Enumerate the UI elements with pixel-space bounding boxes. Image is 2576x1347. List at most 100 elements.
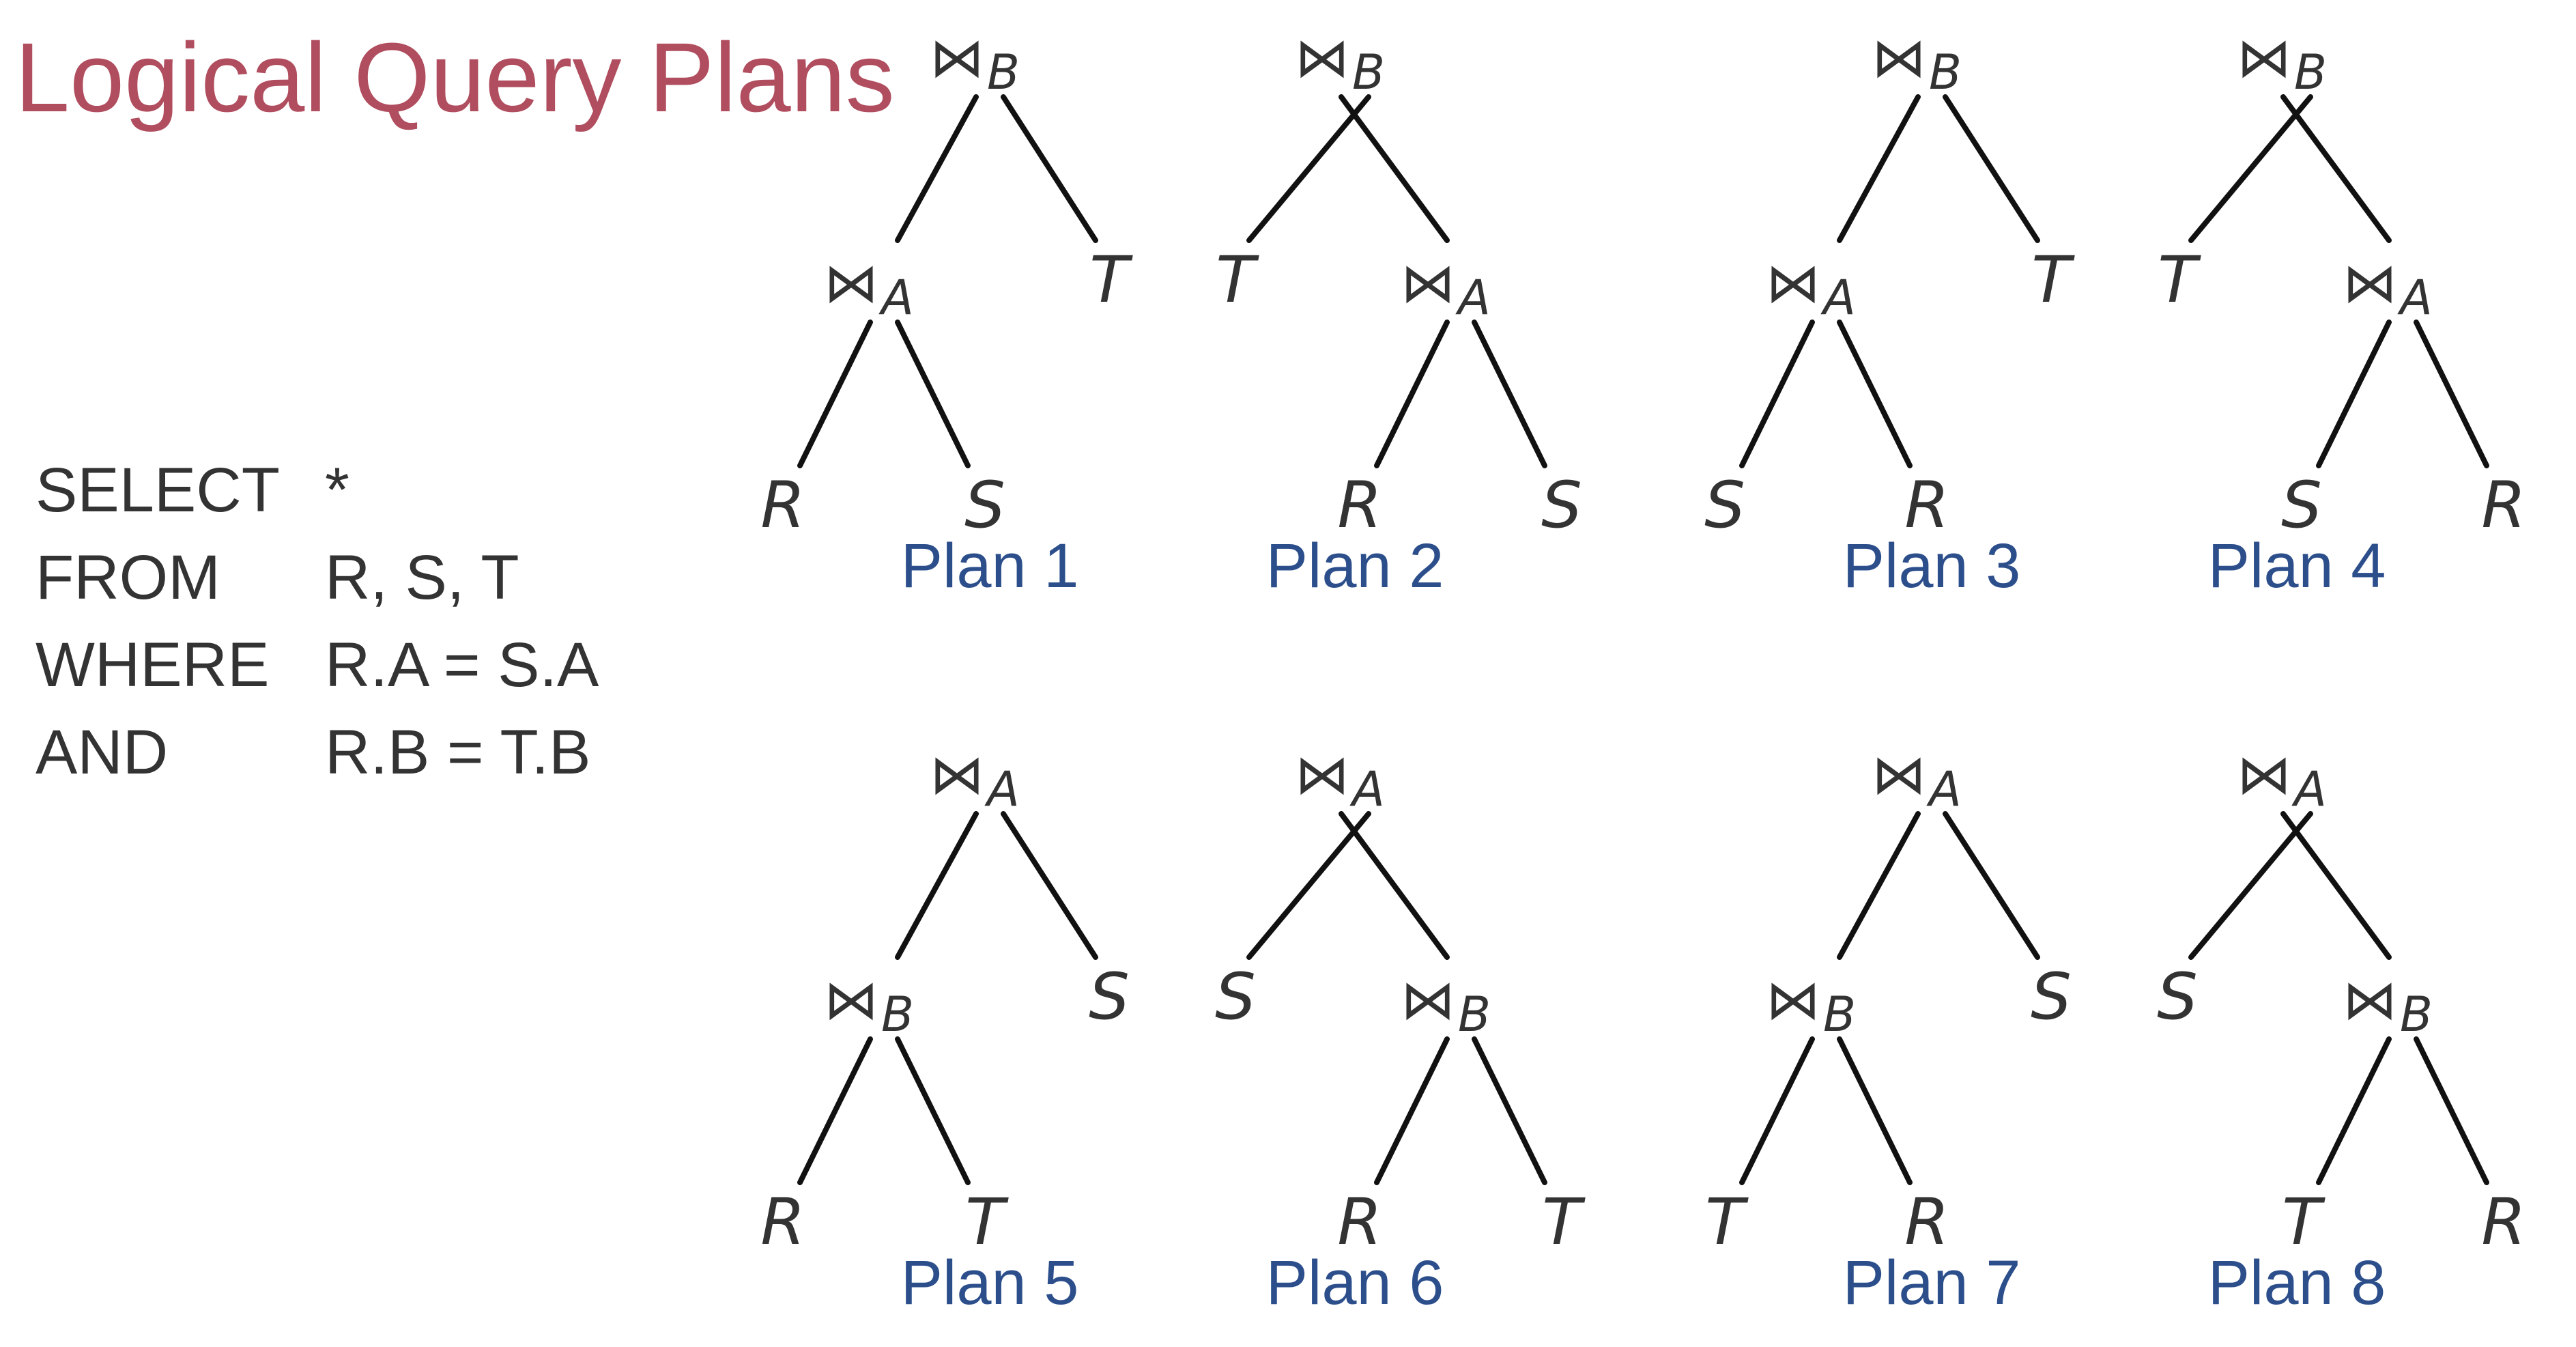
relation-leaf: R <box>1904 468 1949 543</box>
relation-leaf: R <box>760 468 805 543</box>
top-join-node: ⋈A <box>1872 743 1962 817</box>
tree-edge <box>895 811 979 960</box>
tree-edge <box>2188 811 2313 960</box>
join-attribute: B <box>1929 44 1962 100</box>
join-attribute: B <box>1458 987 1491 1043</box>
tree-edge <box>895 94 979 243</box>
inner-join-node: ⋈A <box>1766 251 1856 326</box>
plan-label: Plan 4 <box>2208 531 2386 601</box>
tree-edge <box>2414 1036 2489 1185</box>
join-symbol: ⋈ <box>930 26 984 89</box>
sql-keyword: WHERE <box>35 630 270 700</box>
plan-label: Plan 1 <box>901 531 1079 601</box>
inner-join-node: ⋈A <box>2343 251 2433 326</box>
join-attribute: A <box>878 270 914 326</box>
join-attribute: A <box>2291 761 2327 817</box>
tree-edge <box>2316 320 2392 468</box>
join-symbol: ⋈ <box>930 743 984 806</box>
inner-join-node: ⋈B <box>1401 968 1491 1043</box>
tree-edge <box>2188 94 2313 243</box>
top-join-node: ⋈B <box>930 26 1020 100</box>
tree-edge <box>1943 94 2040 243</box>
plan-label: Plan 5 <box>901 1248 1079 1318</box>
top-join-node: ⋈B <box>1872 26 1962 100</box>
plan-label: Plan 8 <box>2208 1248 2386 1318</box>
join-symbol: ⋈ <box>2343 968 2397 1032</box>
tree-edge <box>2280 94 2392 243</box>
relation-leaf: T <box>2031 243 2075 317</box>
join-symbol: ⋈ <box>1401 251 1455 315</box>
sql-argument: R, S, T <box>325 543 519 612</box>
sql-keyword: SELECT <box>35 455 280 525</box>
top-join-node: ⋈B <box>1295 26 1385 100</box>
tree-edge <box>1246 811 1371 960</box>
plan-label: Plan 6 <box>1266 1248 1444 1318</box>
join-attribute: B <box>1352 44 1385 100</box>
tree-edge <box>1339 94 1450 243</box>
tree-edge <box>2316 1036 2392 1185</box>
join-attribute: A <box>1820 270 1856 326</box>
plan-label: Plan 7 <box>1843 1248 2021 1318</box>
join-symbol: ⋈ <box>2237 743 2291 806</box>
join-symbol: ⋈ <box>2343 251 2397 315</box>
join-attribute: A <box>2397 270 2433 326</box>
join-symbol: ⋈ <box>1766 968 1820 1032</box>
relation-leaf: S <box>1215 960 1256 1034</box>
tree-edge <box>1374 1036 1450 1185</box>
join-attribute: B <box>2294 44 2327 100</box>
join-attribute: B <box>2400 987 2433 1043</box>
join-symbol: ⋈ <box>824 968 878 1032</box>
relation-leaf: R <box>2481 468 2525 543</box>
relation-leaf: T <box>1216 243 1259 317</box>
relation-leaf: R <box>760 1185 805 1260</box>
tree-edge <box>1837 1036 1913 1185</box>
tree-edge <box>1246 94 1371 243</box>
relation-leaf: S <box>2157 960 2198 1034</box>
tree-edge <box>797 320 873 468</box>
join-symbol: ⋈ <box>1295 26 1349 89</box>
relation-leaf: S <box>1089 960 1130 1034</box>
page-title: Logical Query Plans <box>15 23 895 132</box>
sql-argument: R.A = S.A <box>325 630 599 700</box>
relation-leaf: S <box>2031 960 2072 1034</box>
top-join-node: ⋈A <box>1295 743 1385 817</box>
top-join-node: ⋈A <box>2237 743 2327 817</box>
relation-leaf: T <box>2282 1185 2325 1260</box>
inner-join-node: ⋈B <box>824 968 914 1043</box>
tree-edge <box>895 320 971 468</box>
tree-edge <box>1943 811 2040 960</box>
join-symbol: ⋈ <box>1872 743 1926 806</box>
relation-leaf: S <box>964 468 1005 543</box>
join-symbol: ⋈ <box>824 251 878 315</box>
sql-keyword: FROM <box>35 543 220 612</box>
inner-join-node: ⋈B <box>1766 968 1856 1043</box>
join-symbol: ⋈ <box>1401 968 1455 1032</box>
relation-leaf: S <box>1704 468 1745 543</box>
join-attribute: B <box>881 987 914 1043</box>
relation-leaf: S <box>1541 468 1582 543</box>
tree-edge <box>1739 1036 1815 1185</box>
join-attribute: A <box>1926 761 1962 817</box>
join-symbol: ⋈ <box>1295 743 1349 806</box>
relation-leaf: R <box>1337 1185 1382 1260</box>
relation-leaf: R <box>2481 1185 2525 1260</box>
inner-join-node: ⋈A <box>1401 251 1491 326</box>
top-join-node: ⋈B <box>2237 26 2327 100</box>
join-attribute: B <box>987 44 1020 100</box>
sql-keyword: AND <box>35 718 169 787</box>
relation-leaf: T <box>1542 1185 1586 1260</box>
tree-edge <box>2414 320 2489 468</box>
tree-edge <box>1001 94 1098 243</box>
join-attribute: B <box>1823 987 1856 1043</box>
tree-edge <box>1472 1036 1547 1185</box>
tree-edge <box>1472 320 1547 468</box>
